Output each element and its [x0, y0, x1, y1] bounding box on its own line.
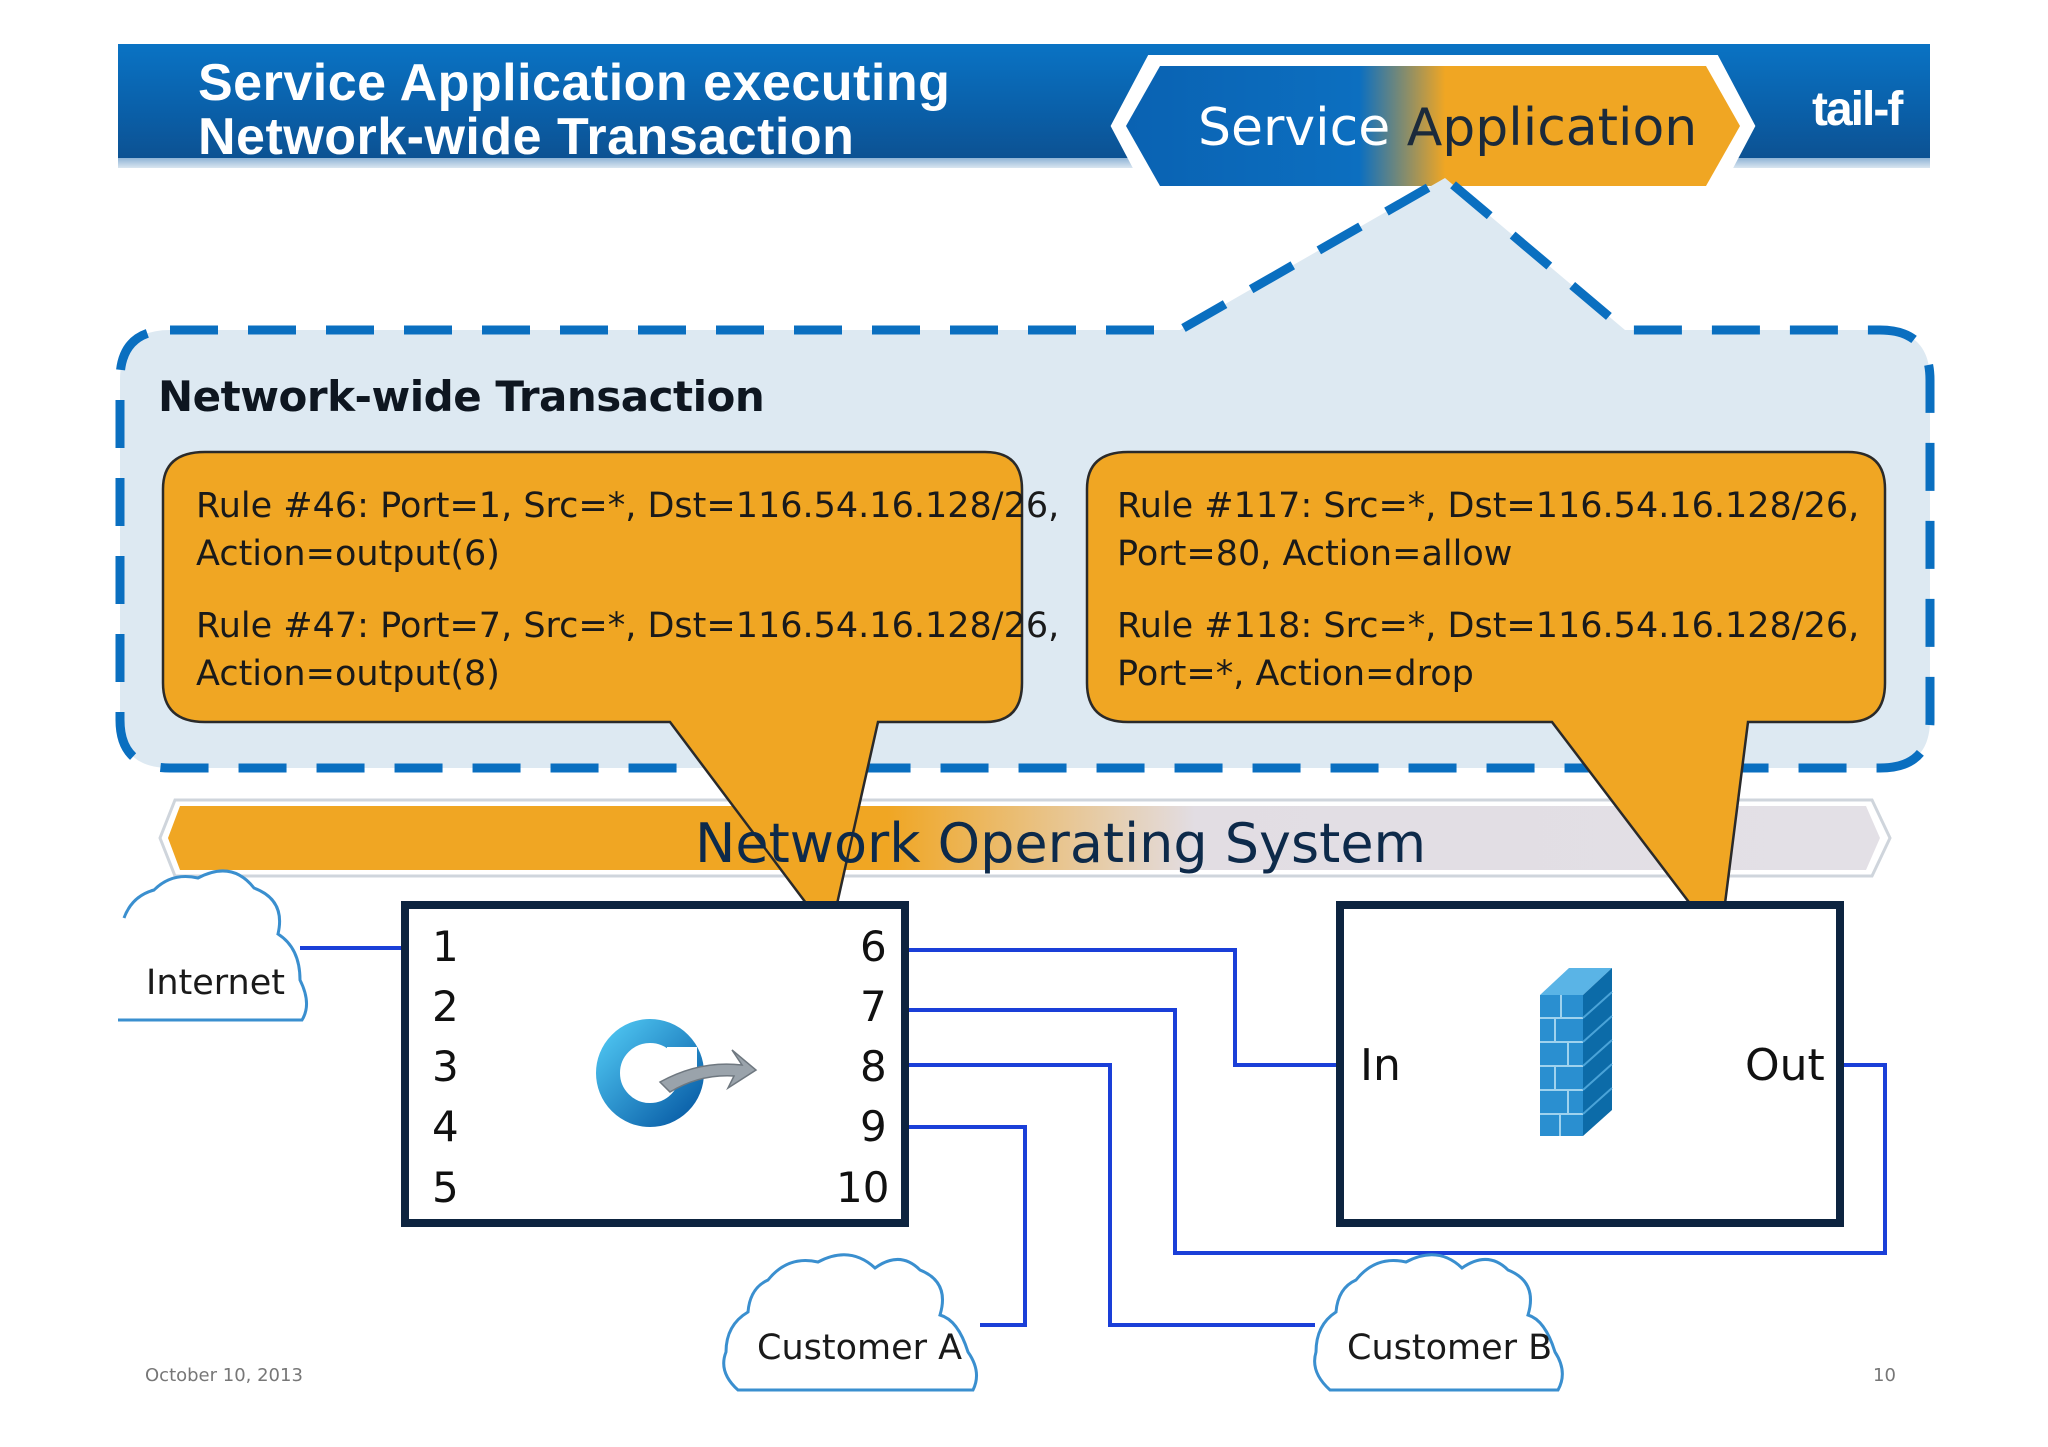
switch-rule-47: Rule #47: Port=7, Src=*, Dst=116.54.16.1… [196, 602, 1059, 698]
service-application-label-part-2: Application [1406, 98, 1698, 158]
port-10: 10 [836, 1163, 890, 1212]
port-7: 7 [860, 982, 887, 1031]
switch-rule-46-line-2: Action=output(6) [196, 534, 500, 574]
switch-rule-46: Rule #46: Port=1, Src=*, Dst=116.54.16.1… [196, 482, 1059, 578]
transaction-title: Network-wide Transaction [158, 372, 765, 421]
port-4: 4 [432, 1102, 459, 1151]
port-3: 3 [432, 1042, 459, 1091]
service-application-label: Service Application [1198, 98, 1697, 158]
firewall-rule-117: Rule #117: Src=*, Dst=116.54.16.128/26, … [1117, 482, 1859, 578]
openflow-logo-icon [596, 1019, 758, 1127]
nos-bar [158, 798, 1892, 878]
link-port8-customer-b [905, 1063, 1315, 1327]
tailf-logo: tail-f [1812, 83, 1903, 136]
nos-label: Network Operating System [695, 812, 1426, 875]
port-9: 9 [860, 1102, 887, 1151]
port-1: 1 [432, 922, 459, 971]
customer-a-cloud [722, 1253, 979, 1392]
customer-b-cloud [1313, 1253, 1564, 1392]
switch-rule-46-line-1: Rule #46: Port=1, Src=*, Dst=116.54.16.1… [196, 486, 1060, 526]
link-port6-fw-in [905, 948, 1340, 1067]
slide-title-line-1: Service Application executing [198, 54, 951, 112]
slide-title-line-2: Network-wide Transaction [198, 108, 855, 166]
internet-label: Internet [146, 963, 285, 1003]
firewall-rules-text: Rule #117: Src=*, Dst=116.54.16.128/26, … [1117, 482, 1859, 722]
footer-page-number: 10 [1873, 1365, 1896, 1386]
openflow-switch [401, 901, 909, 1227]
firewall-out-label: Out [1745, 1040, 1825, 1091]
service-application-label-part-1: Service [1198, 98, 1407, 158]
firewall-in-label: In [1360, 1040, 1401, 1091]
customer-b-label: Customer B [1347, 1328, 1553, 1368]
firewall-rules-callout [1085, 450, 1887, 947]
firewall-rule-117-line-1: Rule #117: Src=*, Dst=116.54.16.128/26, [1117, 486, 1860, 526]
firewall-icon [1540, 968, 1613, 1136]
firewall-rule-118: Rule #118: Src=*, Dst=116.54.16.128/26, … [1117, 602, 1859, 698]
firewall-rule-118-line-2: Port=*, Action=drop [1117, 654, 1474, 694]
firewall-rule-118-line-1: Rule #118: Src=*, Dst=116.54.16.128/26, [1117, 606, 1860, 646]
switch-rules-callout [161, 450, 1024, 938]
footer-date: October 10, 2013 [145, 1365, 303, 1386]
switch-rule-47-line-1: Rule #47: Port=7, Src=*, Dst=116.54.16.1… [196, 606, 1060, 646]
port-6: 6 [860, 922, 887, 971]
port-8: 8 [860, 1042, 887, 1091]
service-application-badge [1110, 55, 1756, 197]
link-port9-customer-a [905, 1125, 1027, 1327]
port-5: 5 [432, 1163, 459, 1212]
customer-a-label: Customer A [757, 1328, 963, 1368]
slide-title: Service Application executing Network-wi… [198, 56, 1098, 164]
internet-cloud [118, 869, 308, 1022]
link-port7-fw-out [905, 1008, 1887, 1255]
nos-label-part-1: Network Ope [695, 812, 1048, 875]
switch-rule-47-line-2: Action=output(8) [196, 654, 500, 694]
nos-label-part-2: rating System [1047, 812, 1427, 875]
switch-rules-text: Rule #46: Port=1, Src=*, Dst=116.54.16.1… [196, 482, 1059, 722]
network-links [300, 946, 1887, 1327]
port-2: 2 [432, 982, 459, 1031]
firewall-rule-117-line-2: Port=80, Action=allow [1117, 534, 1513, 574]
